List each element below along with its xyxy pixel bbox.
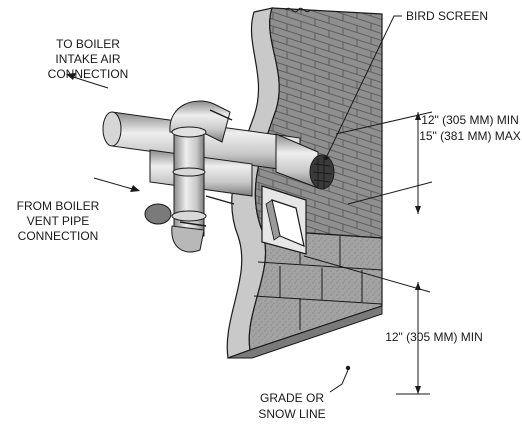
wall-termination (261, 133, 335, 255)
vent-arrowhead (130, 185, 140, 192)
dimension-top (335, 111, 433, 214)
vent-arrow (93, 177, 137, 191)
label-intake: TO BOILER INTAKE AIR CONNECTION (48, 37, 129, 81)
label-vent-line3: CONNECTION (18, 229, 99, 243)
vent-pipe-opening (144, 203, 172, 225)
wall-break-top (285, 7, 311, 13)
grade-leader-dot (345, 365, 351, 371)
label-grade: GRADE OR SNOW LINE (258, 391, 325, 421)
riser-coupling-top (171, 126, 207, 138)
foundation-skirt (227, 305, 383, 359)
bird-screen-grid (312, 157, 333, 189)
label-intake-line1: TO BOILER (56, 37, 120, 51)
label-intake-line3: CONNECTION (48, 67, 129, 81)
pipe-strap-2 (205, 195, 235, 205)
pipe-strap-1 (209, 109, 233, 121)
intake-arrowhead (66, 73, 76, 80)
label-vent-line1: FROM BOILER (17, 199, 100, 213)
label-vent-line2: VENT PIPE (27, 214, 89, 228)
riser-coupling-bottom (171, 210, 207, 222)
grade-leader (329, 369, 349, 393)
vent-hood-shadow (265, 199, 281, 241)
wall-brick-face (254, 7, 383, 239)
pipe-strap-3 (179, 221, 207, 227)
bird-screen-leader (325, 15, 402, 159)
intake-pipe-end (102, 111, 122, 147)
label-dim-top-min: 12" (305 MM) MIN (421, 113, 519, 127)
intake-arrow (69, 75, 109, 89)
label-intake-line2: INTAKE AIR (55, 52, 120, 66)
bird-screen-leader-dot (324, 156, 328, 160)
riser-elbow-bottom (171, 225, 205, 253)
label-dim-bottom-min: 12" (305 MM) MIN (385, 330, 483, 344)
wall (226, 7, 383, 359)
riser-coupling-mid (172, 167, 206, 177)
label-vent: FROM BOILER VENT PIPE CONNECTION (17, 199, 100, 243)
dimension-bottom (303, 255, 431, 395)
label-bird-screen: BIRD SCREEN (406, 9, 488, 23)
label-grade-line2: SNOW LINE (258, 407, 325, 421)
label-grade-line1: GRADE OR (260, 391, 324, 405)
label-dim-top-max: 15" (381 MM) MAX (419, 129, 521, 143)
